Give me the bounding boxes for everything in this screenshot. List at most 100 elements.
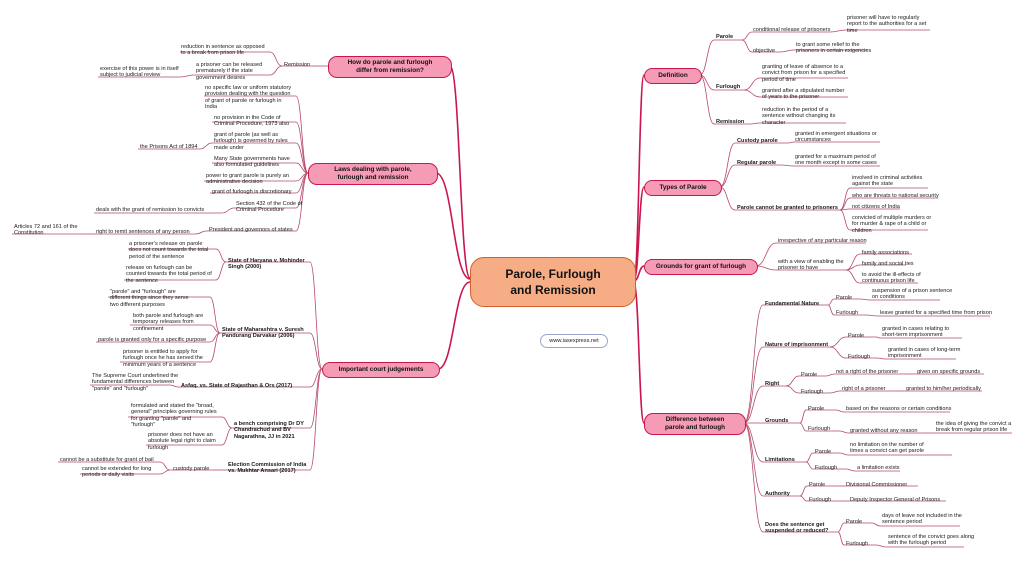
gr-avoid-ill-effects: to avoid the ill-effects of continuous p… [862,272,921,285]
lw-no-crpc-provision: no provision in the Code of Criminal Pro… [214,115,290,128]
connector [435,172,471,280]
df-se-furlough-desc: sentence of the convict goes along with … [888,534,975,547]
lw-state-guidelines: Many State governments have also formula… [214,156,290,169]
connector [787,141,795,144]
connector [719,186,736,211]
connector [799,495,808,502]
branch-definition[interactable]: Definition [644,68,702,84]
jd-asfaq-differences: The Supreme Court underlined the fundame… [92,373,179,392]
connector [799,422,807,432]
connector [845,468,856,472]
central-topic[interactable]: Parole, Furlough and Remission [470,257,636,307]
lw-section-432: Section 432 of the Code of Criminal Proc… [236,201,303,214]
df-ri-furlough-desc2: granted to him/her periodically [906,386,981,392]
connector [295,95,309,174]
df-sentence-node[interactable]: Does the sentence get suspended or reduc… [765,522,829,535]
connector [741,31,753,41]
branch-court-judgements[interactable]: Important court judgements [322,362,440,378]
def-parole-node[interactable]: Parole [716,34,734,40]
def-relief: to grant some relief to the prisoners in… [796,42,872,55]
ty-custody-node[interactable]: Custody parole [737,138,778,144]
branch-difference[interactable]: Difference between parole and furlough [644,413,746,435]
df-limitations-node[interactable]: Limitations [765,457,795,463]
connector [449,65,471,279]
df-fn-furlough-desc: leave granted for a specified time from … [880,310,992,316]
connector [719,142,736,188]
connector [875,544,887,548]
ty-regular-node[interactable]: Regular parole [737,160,777,166]
connector [827,298,835,306]
df-li-furlough-desc: a limitation exists [857,465,900,471]
jd-bench-2021[interactable]: a bench comprising Dr DY Chandrachud and… [234,421,304,440]
rm-premature: a prisoner can be released prematurely i… [196,62,263,81]
def-furlough-node[interactable]: Furlough [716,84,741,90]
branch-grounds-for-furlough[interactable]: Grounds for grant of furlough [644,259,758,275]
jd-maharashtra[interactable]: State of Maharashtra v. Suresh Pandurang… [222,327,304,340]
connector [309,332,323,370]
connector [743,77,761,91]
ty-cannot-node[interactable]: Parole cannot be granted to prisoners [737,205,839,211]
lw-remission-convicts: deals with the grant of remission to con… [96,207,205,213]
branch-remission-question[interactable]: How do parole and furlough differ from r… [328,56,452,78]
df-fn-parole: Parole [836,295,853,301]
ty-national-security: who are threats to national security [852,193,939,199]
connector [743,422,764,533]
df-im-parole: Parole [848,333,865,339]
branch-laws[interactable]: Laws dealing with parole, furlough and r… [308,163,438,185]
jd-bench-principles: formulated and stated the "broad, genera… [131,403,217,429]
connector [829,29,847,33]
rm-judicial-review: exercise of this power is in itself subj… [100,66,179,79]
connector [169,384,179,388]
connector [805,452,814,463]
df-au-parole: Parole [809,482,826,488]
df-fn-parole-desc: suspension of a prison sentence on condi… [872,288,953,301]
connector [309,368,323,471]
connector [215,261,227,281]
connector [835,409,845,413]
gr-social-ties: family and social ties [862,261,914,267]
connector [743,422,764,463]
jd-haryana[interactable]: State of Haryana v. Mohinder Singh (2000… [228,258,305,271]
df-fn-furlough: Furlough [836,310,859,316]
df-grounds-node[interactable]: Grounds [765,418,789,424]
branch-types-of-parole[interactable]: Types of Parole [644,180,722,196]
connector [195,230,207,235]
df-fundamental-node[interactable]: Fundamental Nature [765,301,820,307]
ty-criminal-activities: involved in criminal activities against … [852,175,923,188]
rm-remission: Remission [284,62,311,68]
connector [215,248,227,263]
connector [295,172,309,232]
lw-discretionary: grant of furlough is discretionary [212,189,292,195]
df-ri-parole-desc: not a right of the prisoner [836,369,899,375]
connector [269,51,283,67]
df-li-parole: Parole [815,449,832,455]
connector [755,242,777,267]
def-after-years: granted after a stipulated number of yea… [762,88,845,101]
rm-reduction: reduction in sentence as opposed to a br… [181,44,265,57]
jd-asfaq[interactable]: Asfaq. vs. State of Rajasthan & Ors (201… [181,383,293,389]
df-gr-furlough-desc2: the idea of giving the convict a break f… [936,421,1012,434]
df-im-furlough: Furlough [848,354,871,360]
df-li-parole-desc: no limitation on the number of times a c… [850,442,924,455]
connector [825,373,835,377]
df-imprisonment-node[interactable]: Nature of imprisonment [765,342,829,348]
connector [741,39,753,53]
connector [221,427,233,446]
jd-maharashtra-different: "parole" and "furlough" are different th… [110,289,189,308]
jd-maharashtra-temporary: both parole and furlough are temporary r… [133,313,204,332]
df-authority-node[interactable]: Authority [765,491,790,497]
connector [699,39,715,76]
website-label: www.iasexpress.net [540,334,608,348]
connector [837,531,845,546]
def-remission-node[interactable]: Remission [716,119,745,125]
connector [179,74,195,78]
df-im-parole-desc: granted in cases relating to short-term … [882,326,950,339]
def-leave-of-absence: granting of leave of absence to a convic… [762,64,846,83]
lw-president-governors: President and governors of states [209,227,293,233]
df-se-parole: Parole [846,519,863,525]
jd-eci-ansari[interactable]: Election Commission of India vs. Mukhtar… [228,462,307,475]
df-gr-furlough-desc: granted without any reason [850,428,918,434]
df-ri-parole: Parole [801,372,818,378]
df-right-node[interactable]: Right [765,381,780,387]
connector [719,164,736,188]
